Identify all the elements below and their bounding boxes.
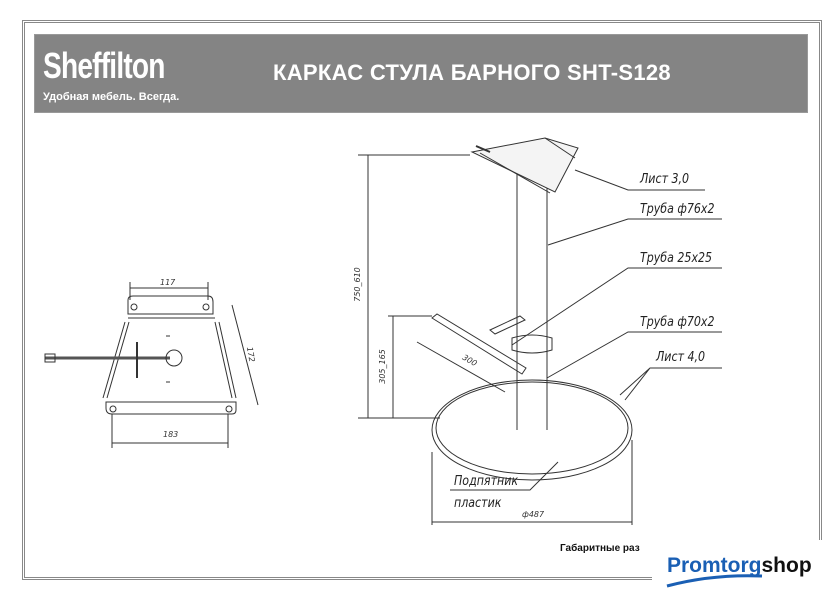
dim-height: 750_610	[352, 267, 362, 302]
watermark-swoosh	[666, 574, 763, 588]
label-tube-25: Труба 25х25	[640, 251, 713, 266]
label-sheet-4: Лист 4,0	[656, 350, 706, 365]
page-title: КАРКАС СТУЛА БАРНОГО SHT-S128	[273, 60, 671, 85]
dim-base-diameter: ф487	[522, 510, 545, 519]
label-tube-76: Труба ф76х2	[640, 202, 715, 217]
dim-footrest-height: 305_165	[377, 349, 387, 384]
plate-top-view	[44, 282, 259, 448]
header-band: Sheffilton Удобная мебель. Всегда. КАРКА…	[34, 34, 808, 113]
brand-logo: Sheffilton	[43, 45, 165, 86]
watermark-promtorgshop: Promtorgshop	[652, 540, 832, 592]
drawing-frame	[22, 20, 822, 580]
label-base-pad: Подпятник	[454, 474, 519, 489]
dim-top-width: 117	[160, 278, 176, 287]
label-sheet-3: Лист 3,0	[640, 172, 690, 187]
label-tube-70: Труба ф70х2	[640, 315, 715, 330]
label-base-pad-material: пластик	[454, 496, 502, 511]
watermark-part2: shop	[761, 554, 812, 577]
bar-stool-frame-view	[358, 137, 722, 525]
caption-overall-dimensions: Габаритные раз	[560, 543, 640, 554]
watermark-part1: Promtorg	[667, 554, 762, 577]
brand-tagline: Удобная мебель. Всегда.	[43, 91, 180, 103]
dim-bottom-width: 183	[163, 430, 179, 439]
